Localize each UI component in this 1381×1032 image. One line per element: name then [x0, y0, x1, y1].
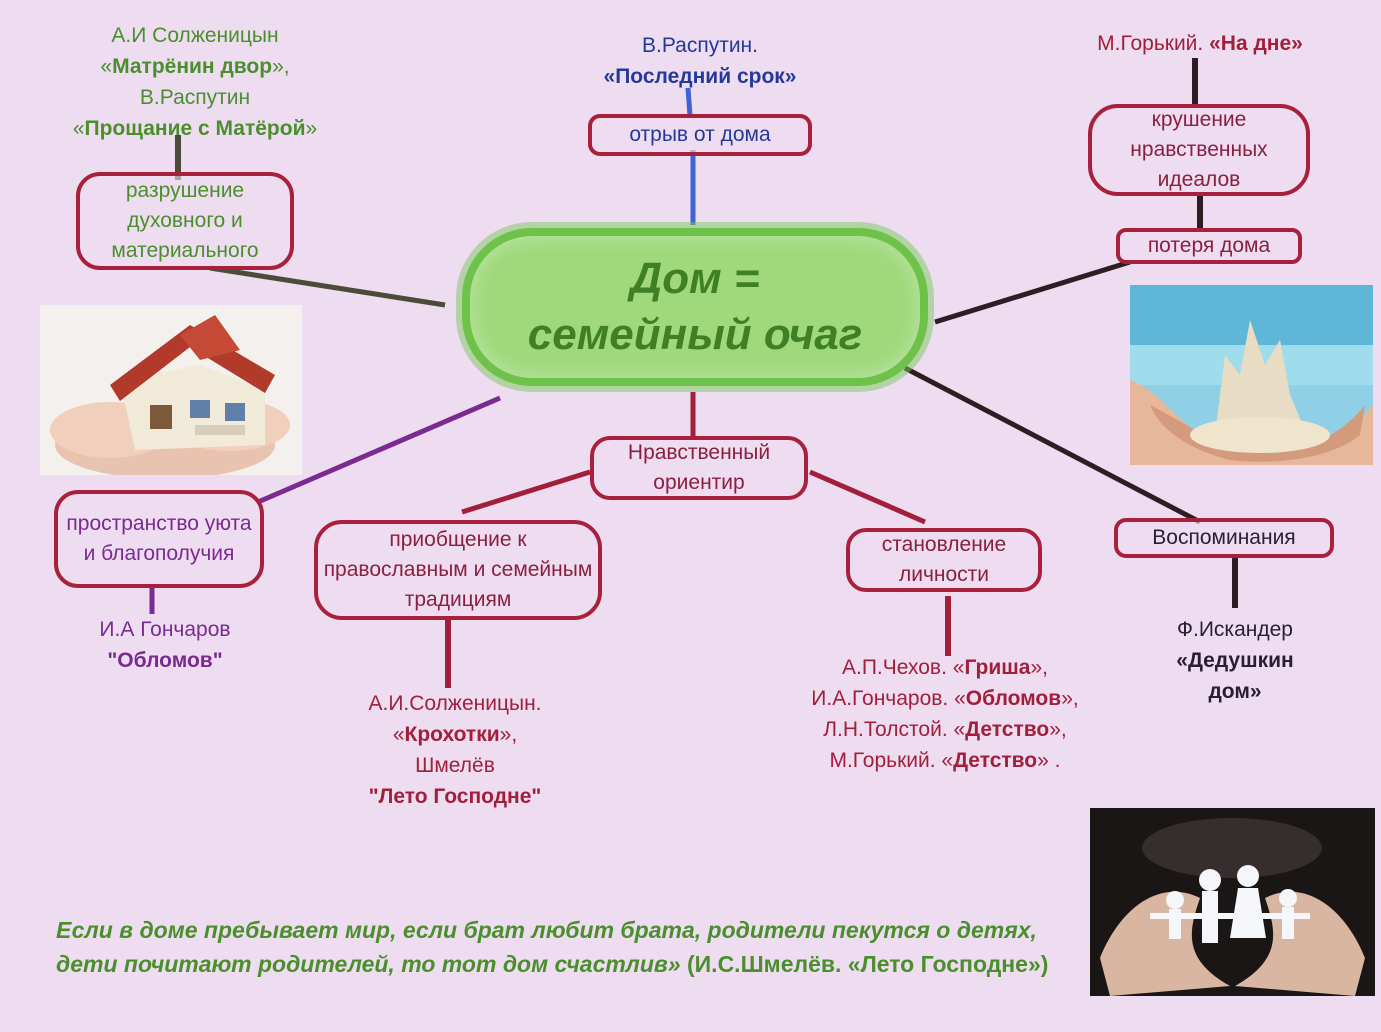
source-gorky-author: М.Горький. «: [829, 749, 954, 772]
node-otryv: отрыв от дома: [588, 114, 812, 156]
source-krokhotki-line: «Крохотки»,: [320, 719, 590, 750]
node-prostranstvo-label: пространство уюта и благополучия: [66, 512, 252, 565]
source-rasputin-author: В.Распутин: [139, 86, 251, 109]
central-node: Дом = семейный очаг: [462, 228, 928, 386]
central-line-1: Дом =: [630, 254, 760, 303]
quote-mark: »,: [1049, 718, 1067, 741]
node-razrushenie-label: разрушение духовного и материального: [111, 179, 259, 262]
source-shmelev-author: Шмелёв: [415, 754, 495, 777]
node-stanovlenie: становление личности: [846, 528, 1042, 592]
link-center-razrushenie: [209, 265, 446, 308]
source-rasputin-author: В.Распутин.: [642, 34, 758, 57]
quote-mark: »,: [272, 55, 290, 78]
node-priobshchenie-label: приобщение к православным и семейным тра…: [323, 528, 593, 611]
node-stanovlenie-label: становление личности: [881, 533, 1007, 586]
node-poterya-label: потеря дома: [1147, 234, 1271, 257]
source-dedushkin-title-1: «Дедушкин: [1176, 649, 1294, 672]
node-poterya: потеря дома: [1116, 228, 1302, 264]
node-nravstvenny: Нравственный ориентир: [590, 436, 808, 500]
quote-mark: «: [72, 117, 85, 140]
source-gorky-childhood: М.Горький. «Детство» .: [770, 745, 1120, 776]
house-illustration: [50, 315, 290, 475]
source-goncharov-oblomov-2: И.А.Гончаров. «Обломов»,: [770, 683, 1120, 714]
source-childhood-title: Детство: [965, 718, 1050, 741]
source-goncharov-author: И.А Гончаров: [99, 618, 231, 641]
quote-mark: »: [305, 117, 318, 140]
source-oblomov-title: Обломов: [965, 687, 1062, 710]
source-goncharov-author: И.А.Гончаров. «: [811, 687, 966, 710]
source-chekhov-author: А.П.Чехов. «: [842, 656, 965, 679]
source-solzh-author: А.И.Солженицын.: [368, 692, 542, 715]
quote-mark: «: [392, 723, 405, 746]
source-tolstoy-childhood: Л.Н.Толстой. «Детство»,: [770, 714, 1120, 745]
quote-mark: » .: [1037, 749, 1061, 772]
central-node-text: Дом = семейный очаг: [528, 251, 862, 363]
node-otryv-label: отрыв от дома: [629, 123, 771, 146]
source-grisha-title: Гриша: [964, 656, 1031, 679]
source-gorky-author: М.Горький.: [1097, 32, 1204, 55]
source-tolstoy-author: Л.Н.Толстой. «: [823, 718, 966, 741]
link-center-vospominaniya: [903, 365, 1202, 525]
node-razrushenie: разрушение духовного и материального: [76, 172, 294, 270]
family-illustration: [1100, 818, 1365, 996]
source-iskander: Ф.Искандер «Дедушкин дом»: [1120, 614, 1350, 707]
family-in-hands-image: [1090, 808, 1375, 996]
house-in-hands-image: [40, 305, 302, 475]
source-rasputin-title-line: «Прощание с Матёрой»: [30, 113, 360, 144]
epigraph-quote: Если в доме пребывает мир, если брат люб…: [56, 913, 1066, 981]
node-prostranstvo: пространство уюта и благополучия: [54, 490, 264, 588]
source-solzhenitsyn-matryona: А.И Солженицын «Матрёнин двор», В.Распут…: [30, 20, 360, 144]
source-krokhotki-title: Крохотки: [404, 723, 500, 746]
source-matryona-title: Матрёнин двор: [112, 55, 273, 78]
node-priobshchenie: приобщение к православным и семейным тра…: [314, 520, 602, 620]
link-otryv-rasputin: [685, 87, 693, 117]
central-line-2: семейный очаг: [527, 310, 863, 359]
source-oblomov-title: "Обломов": [107, 649, 223, 672]
link-center-prostranstvo: [257, 395, 501, 505]
paper-family-figures: [1150, 865, 1310, 943]
source-matera-title: Прощание с Матёрой: [84, 117, 306, 140]
quote-mark: »,: [499, 723, 518, 746]
epigraph-text: Если в доме пребывает мир, если брат люб…: [56, 917, 1037, 977]
source-solzh-author: А.И Солженицын: [111, 24, 279, 47]
source-chekhov-grisha: А.П.Чехов. «Гриша»,: [770, 652, 1120, 683]
node-vospominaniya: Воспоминания: [1114, 518, 1334, 558]
source-gorky-lower-depths: М.Горький. «На дне»: [1060, 28, 1340, 59]
source-solzh-title-line: «Матрёнин двор»,: [30, 51, 360, 82]
node-nravstvenny-label: Нравственный ориентир: [627, 441, 771, 494]
source-lower-depths-title: «На дне»: [1209, 32, 1303, 55]
node-vospominaniya-label: Воспоминания: [1152, 526, 1296, 549]
quote-mark: «: [100, 55, 113, 78]
quote-mark: »,: [1030, 656, 1048, 679]
source-chekhov-group: А.П.Чехов. «Гриша», И.А.Гончаров. «Облом…: [770, 652, 1120, 776]
link-nravstvenny-stanovlenie: [809, 469, 926, 525]
source-dedushkin-title-2: дом»: [1208, 680, 1262, 703]
link-center-poterya: [934, 259, 1131, 325]
quote-mark: »,: [1061, 687, 1079, 710]
source-leto-title: "Лето Господне": [368, 785, 542, 808]
epigraph-attribution: (И.С.Шмелёв. «Лето Господне»): [680, 951, 1049, 977]
source-last-term-title: «Последний срок»: [603, 65, 797, 88]
link-nravstvenny-priobshchenie: [461, 469, 591, 515]
sand-castle-image: [1130, 285, 1373, 465]
node-krushenie: крушение нравственных идеалов: [1088, 104, 1310, 196]
source-goncharov-oblomov: И.А Гончаров "Обломов": [40, 614, 290, 676]
source-rasputin-last-term: В.Распутин. «Последний срок»: [560, 30, 840, 92]
source-solzhenitsyn-krokhotki: А.И.Солженицын. «Крохотки», Шмелёв "Лето…: [320, 688, 590, 812]
source-iskander-author: Ф.Искандер: [1177, 618, 1293, 641]
sand-castle-illustration: [1130, 285, 1373, 465]
source-childhood-title: Детство: [953, 749, 1038, 772]
node-krushenie-label: крушение нравственных идеалов: [1130, 108, 1268, 191]
